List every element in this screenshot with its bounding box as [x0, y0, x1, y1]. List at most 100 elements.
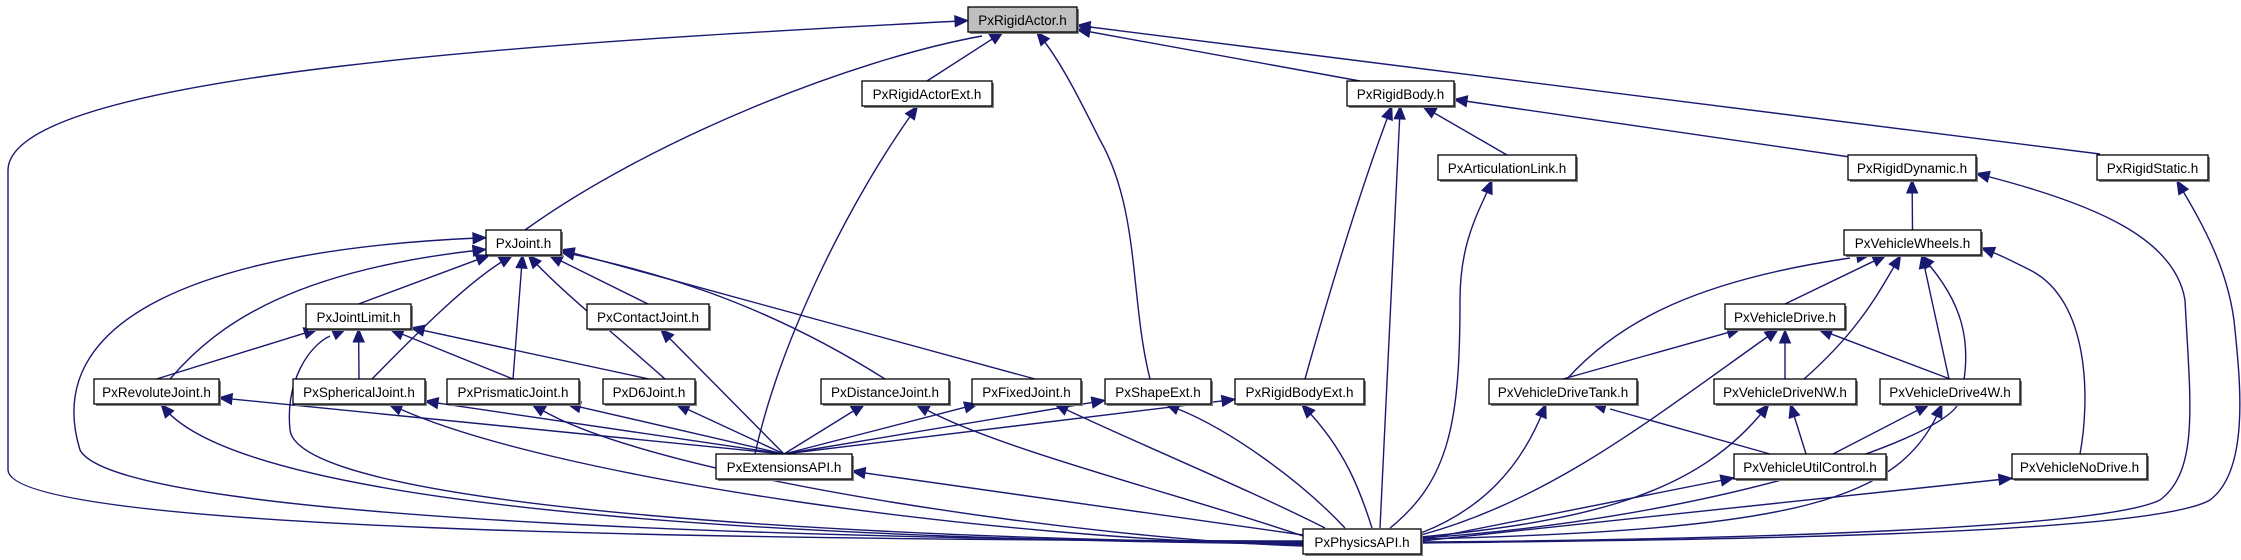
edge-PxExtensionsAPI-to-PxFixedJoint: [783, 406, 967, 455]
node-PxJoint[interactable]: PxJoint.h: [485, 229, 563, 257]
node-box[interactable]: [820, 378, 950, 405]
arrowhead: [1930, 403, 1943, 420]
node-PxArticulationLink[interactable]: PxArticulationLink.h: [1437, 154, 1578, 182]
edge-PxPhysicsAPI-to-PxShapeExt: [1177, 408, 1346, 529]
node-PxJointLimit[interactable]: PxJointLimit.h: [305, 303, 413, 331]
node-box[interactable]: [1713, 378, 1857, 405]
edge-PxExtensionsAPI-to-PxRevoluteJoint: [230, 398, 785, 455]
node-box[interactable]: [1847, 154, 1977, 181]
node-PxDistanceJoint[interactable]: PxDistanceJoint.h: [820, 378, 951, 406]
node-PxContactJoint[interactable]: PxContactJoint.h: [586, 303, 711, 331]
arrowhead: [904, 105, 919, 121]
node-PxVehicleDriveTank[interactable]: PxVehicleDriveTank.h: [1488, 378, 1639, 406]
edge-PxRigidBody-to-PxRigidActor: [1079, 29, 1361, 82]
node-label: PxShapeExt.h: [1115, 385, 1201, 400]
edge-PxJoint-to-PxRigidActor: [524, 35, 983, 231]
node-PxFixedJoint[interactable]: PxFixedJoint.h: [971, 378, 1083, 406]
node-box[interactable]: [305, 303, 412, 330]
node-label: PxSphericalJoint.h: [303, 385, 415, 400]
node-label: PxVehicleWheels.h: [1855, 236, 1971, 251]
node-PxVehicleNoDrive[interactable]: PxVehicleNoDrive.h: [2011, 453, 2149, 481]
node-label: PxExtensionsAPI.h: [727, 460, 842, 475]
node-box[interactable]: [1346, 80, 1455, 107]
node-label: PxRigidDynamic.h: [1857, 161, 1967, 176]
edge-PxVehicleUtilControl-to-PxVehicleDriveTank: [1609, 408, 1771, 455]
edge-PxVehicleUtilControl-to-PxVehicleDrive4W: [1832, 408, 1921, 455]
edge-PxPhysicsAPI-to-PxRevoluteJoint: [164, 408, 1304, 545]
edge-PxPrismaticJoint-to-PxJointLimit: [401, 333, 514, 380]
node-label: PxArticulationLink.h: [1448, 161, 1567, 176]
arrowhead: [2176, 179, 2190, 196]
arrowhead: [409, 324, 426, 337]
node-PxVehicleDriveNW[interactable]: PxVehicleDriveNW.h: [1713, 378, 1858, 406]
node-box[interactable]: [861, 80, 993, 107]
node-box[interactable]: [1724, 303, 1846, 330]
node-PxRigidDynamic[interactable]: PxRigidDynamic.h: [1847, 154, 1978, 182]
node-box[interactable]: [1488, 378, 1638, 405]
node-box[interactable]: [1234, 378, 1365, 405]
arrowhead: [217, 392, 234, 406]
arrowhead: [1090, 396, 1107, 409]
node-box[interactable]: [1843, 229, 1982, 256]
node-box[interactable]: [967, 6, 1078, 33]
node-box[interactable]: [485, 229, 562, 256]
edge-PxVehicleDrive4W-to-PxVehicleWheels: [1922, 259, 1950, 380]
node-PxRevoluteJoint[interactable]: PxRevoluteJoint.h: [93, 378, 221, 406]
node-box[interactable]: [2011, 453, 2148, 480]
edge-PxRevoluteJoint-to-PxJoint: [169, 249, 481, 380]
node-PxVehicleDrive[interactable]: PxVehicleDrive.h: [1724, 303, 1847, 331]
node-box[interactable]: [446, 378, 580, 405]
node-PxVehicleDrive4W[interactable]: PxVehicleDrive4W.h: [1879, 378, 2022, 406]
arrowhead: [1763, 328, 1780, 343]
edge-PxExtensionsAPI-to-PxShapeExt: [783, 401, 1094, 455]
edge-PxRigidDynamic-to-PxRigidBody: [1457, 99, 1851, 158]
node-box[interactable]: [292, 378, 426, 405]
node-box[interactable]: [1879, 378, 2021, 405]
arrowhead: [1788, 403, 1801, 419]
arrowhead: [1997, 473, 2014, 486]
arrowhead: [1914, 403, 1931, 417]
arrowhead: [160, 403, 175, 419]
node-PxVehicleWheels[interactable]: PxVehicleWheels.h: [1843, 229, 1983, 257]
node-box[interactable]: [2096, 154, 2209, 181]
node-PxSphericalJoint[interactable]: PxSphericalJoint.h: [292, 378, 427, 406]
node-box[interactable]: [93, 378, 220, 405]
node-box[interactable]: [1302, 528, 1422, 555]
node-PxD6Joint[interactable]: PxD6Joint.h: [602, 378, 697, 406]
node-PxExtensionsAPI[interactable]: PxExtensionsAPI.h: [715, 453, 854, 481]
node-box[interactable]: [586, 303, 710, 330]
node-PxRigidBodyExt[interactable]: PxRigidBodyExt.h: [1234, 378, 1366, 406]
node-PxRigidActorExt[interactable]: PxRigidActorExt.h: [861, 80, 994, 108]
node-PxShapeExt[interactable]: PxShapeExt.h: [1104, 378, 1213, 406]
node-PxPhysicsAPI[interactable]: PxPhysicsAPI.h: [1302, 528, 1423, 556]
node-PxRigidBody[interactable]: PxRigidBody.h: [1346, 80, 1456, 108]
node-box[interactable]: [1437, 154, 1577, 181]
node-label: PxVehicleUtilControl.h: [1743, 460, 1877, 475]
node-box[interactable]: [602, 378, 696, 405]
node-box[interactable]: [971, 378, 1082, 405]
edge-PxPrismaticJoint-to-PxJoint: [512, 266, 523, 380]
arrowhead: [1421, 105, 1438, 119]
edge-PxExtensionsAPI-to-PxRigidActorExt: [754, 110, 915, 455]
node-PxPrismaticJoint[interactable]: PxPrismaticJoint.h: [446, 378, 581, 406]
node-label: PxRigidBodyExt.h: [1245, 385, 1353, 400]
arrowhead: [1535, 403, 1547, 420]
edge-PxPhysicsAPI-to-PxPrismaticJoint: [539, 408, 1304, 547]
node-label: PxVehicleDrive4W.h: [1889, 385, 2011, 400]
edge-PxFixedJoint-to-PxJoint: [561, 249, 1036, 380]
edge-PxVehicleDrive4W-to-PxVehicleDrive: [1829, 332, 1951, 380]
node-box[interactable]: [1733, 453, 1887, 480]
edge-PxArticulationLink-to-PxRigidBody: [1433, 111, 1508, 156]
edge-PxShapeExt-to-PxRigidActor: [1039, 35, 1151, 380]
edge-PxPhysicsAPI-to-PxDistanceJoint: [924, 408, 1304, 537]
node-PxVehicleUtilControl[interactable]: PxVehicleUtilControl.h: [1733, 453, 1888, 481]
edge-PxPhysicsAPI-to-PxExtensionsAPI: [857, 471, 1304, 536]
node-PxRigidStatic[interactable]: PxRigidStatic.h: [2096, 154, 2210, 182]
node-box[interactable]: [1104, 378, 1212, 405]
edge-PxPhysicsAPI-to-PxVehicleUtilControl: [1420, 478, 1729, 541]
node-box[interactable]: [715, 453, 853, 480]
node-PxRigidActor[interactable]: PxRigidActor.h: [967, 6, 1079, 34]
edge-PxRigidStatic-to-PxRigidActor: [1081, 25, 2101, 155]
arrowhead: [474, 254, 491, 266]
